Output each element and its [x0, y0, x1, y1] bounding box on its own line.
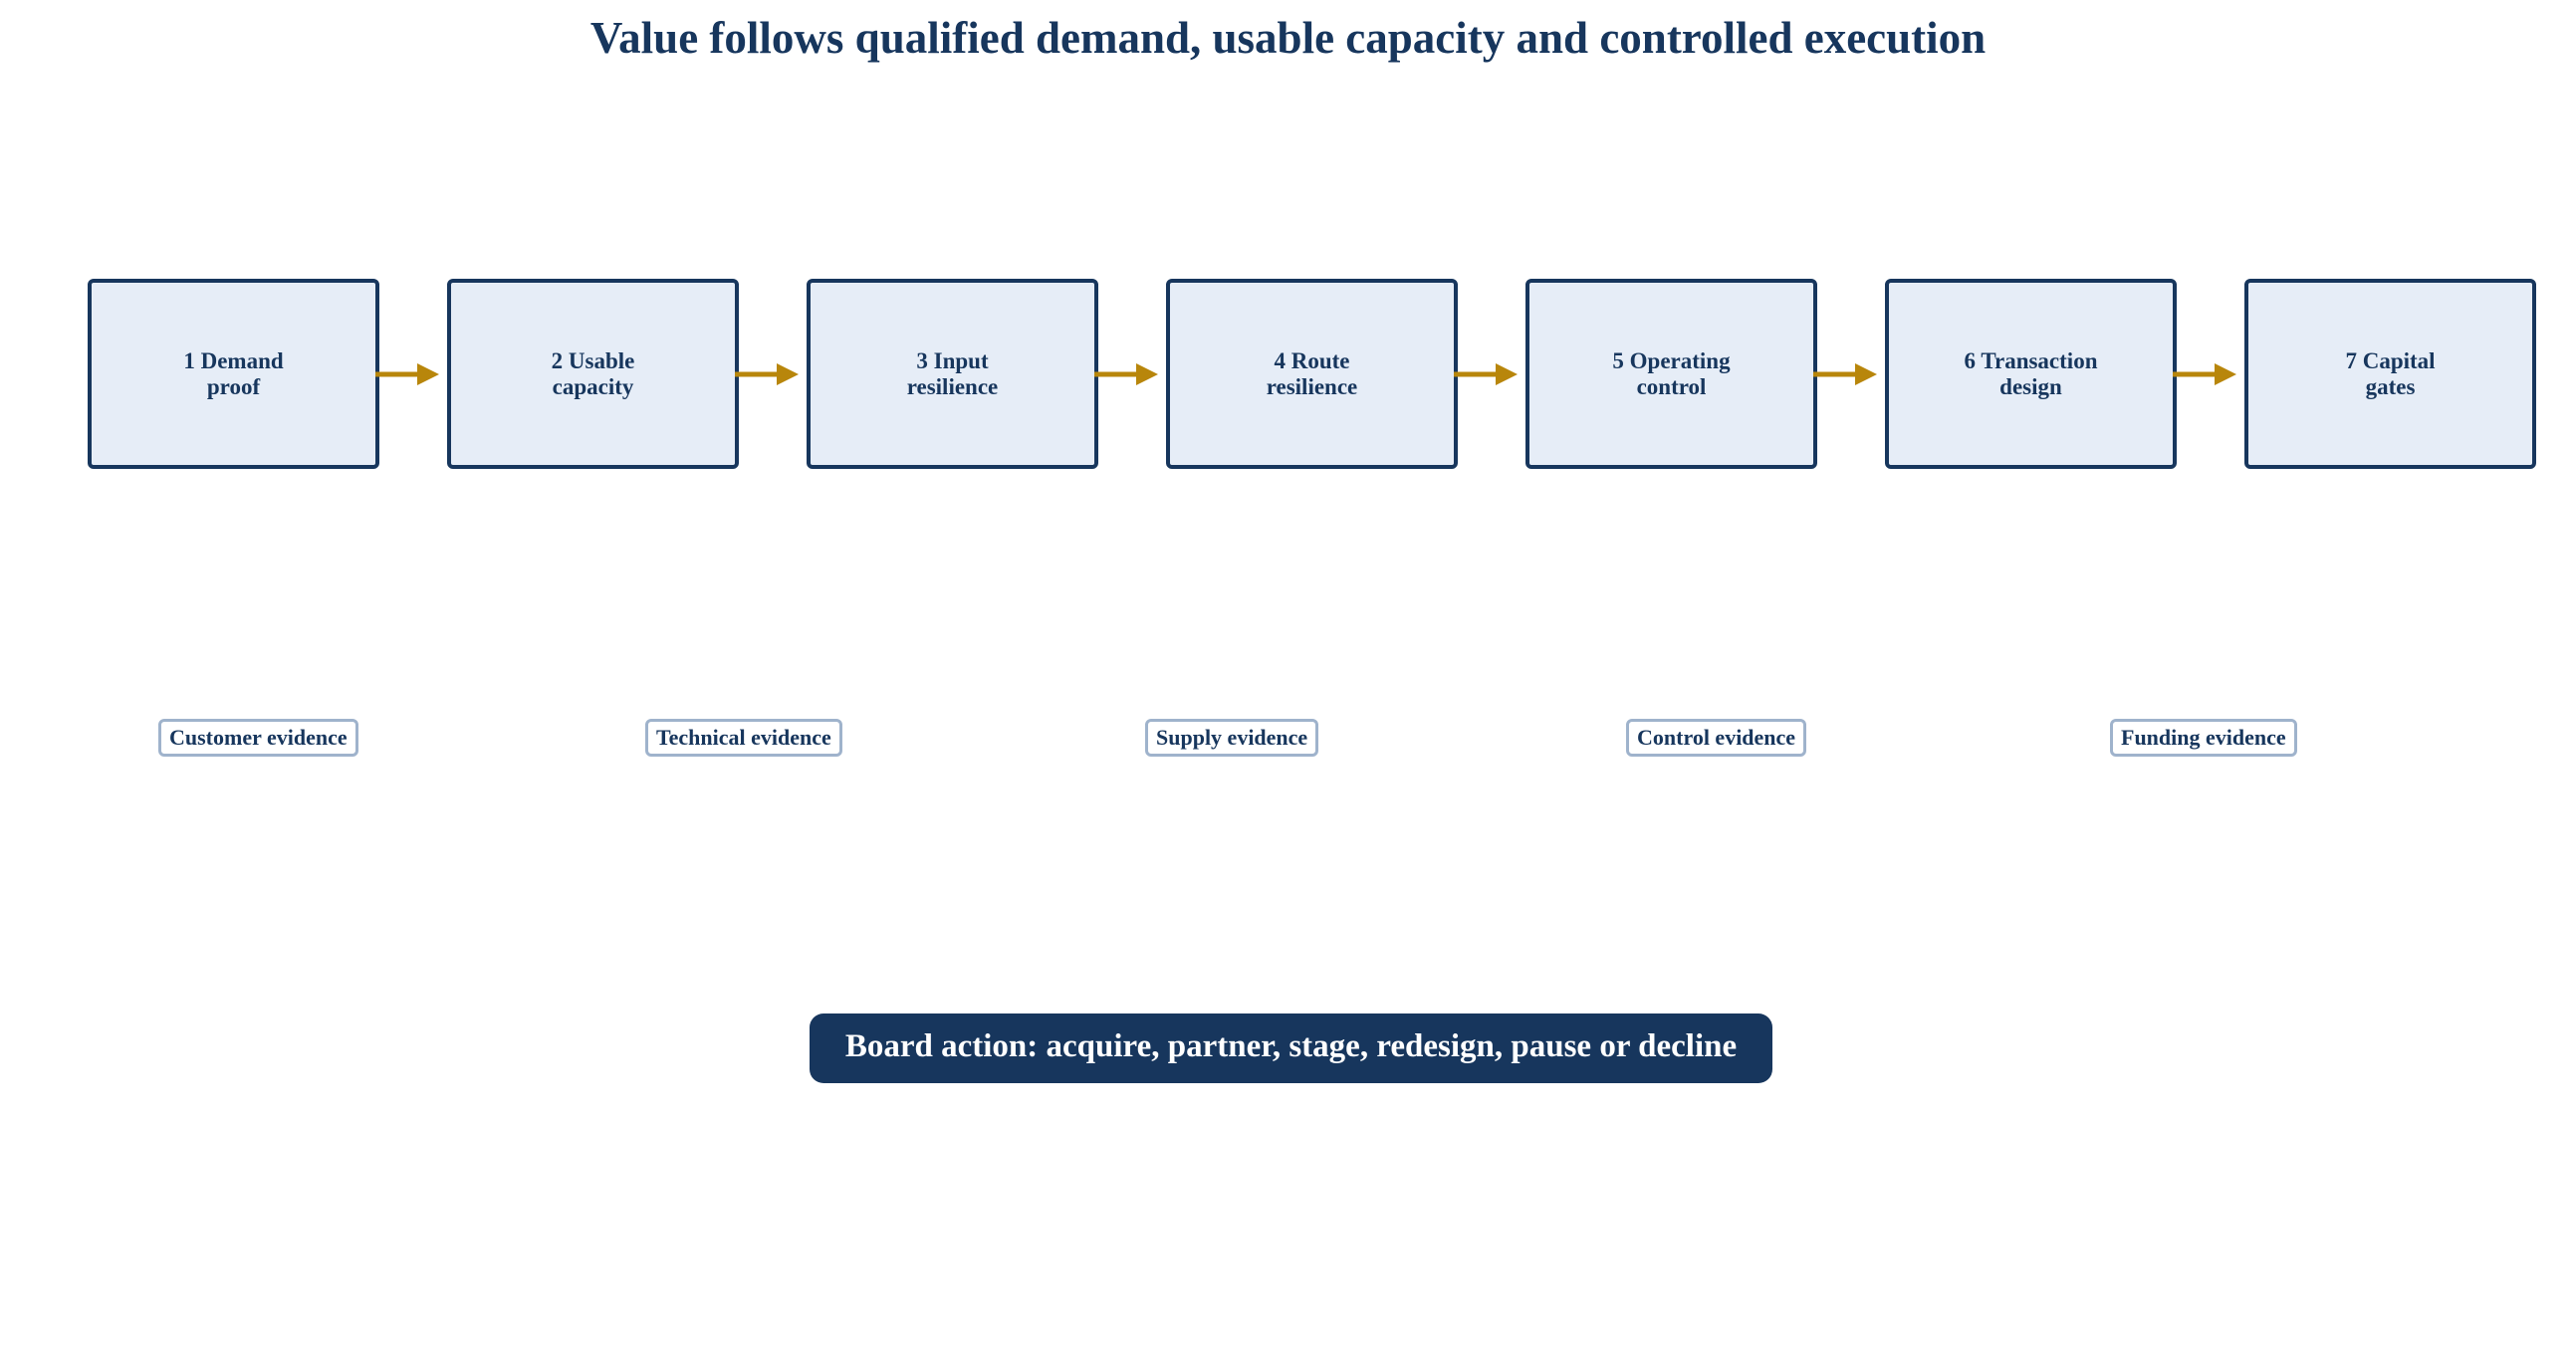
evidence-tag-technical: Technical evidence — [645, 719, 842, 757]
flow-arrow-icon — [1813, 363, 1877, 385]
evidence-tag-funding: Funding evidence — [2110, 719, 2297, 757]
stage-box-transaction-design: 6 Transaction design — [1885, 279, 2177, 469]
stage-label: 2 Usable capacity — [551, 347, 635, 399]
evidence-tag-customer: Customer evidence — [158, 719, 358, 757]
stage-label: 4 Route resilience — [1266, 347, 1358, 399]
flow-arrow-icon — [2173, 363, 2236, 385]
stage-label: 6 Transaction design — [1964, 347, 2098, 399]
stage-box-route-resilience: 4 Route resilience — [1166, 279, 1458, 469]
flow-arrow-icon — [1454, 363, 1518, 385]
stage-label: 3 Input resilience — [906, 347, 999, 399]
stage-label: 1 Demand proof — [183, 347, 284, 399]
flow-arrow-icon — [1094, 363, 1158, 385]
flow-arrow-icon — [375, 363, 439, 385]
evidence-tag-control: Control evidence — [1626, 719, 1807, 757]
stage-box-input-resilience: 3 Input resilience — [807, 279, 1098, 469]
stage-box-capital-gates: 7 Capital gates — [2244, 279, 2536, 469]
board-action-banner: Board action: acquire, partner, stage, r… — [810, 1013, 1772, 1083]
diagram-title: Value follows qualified demand, usable c… — [589, 13, 1987, 63]
stage-label: 7 Capital gates — [2345, 347, 2436, 399]
stage-label: 5 Operating control — [1612, 347, 1731, 399]
flow-arrow-icon — [735, 363, 799, 385]
evidence-tag-supply: Supply evidence — [1145, 719, 1319, 757]
stage-box-demand-proof: 1 Demand proof — [88, 279, 379, 469]
stage-box-operating-control: 5 Operating control — [1525, 279, 1817, 469]
stage-box-usable-capacity: 2 Usable capacity — [447, 279, 739, 469]
